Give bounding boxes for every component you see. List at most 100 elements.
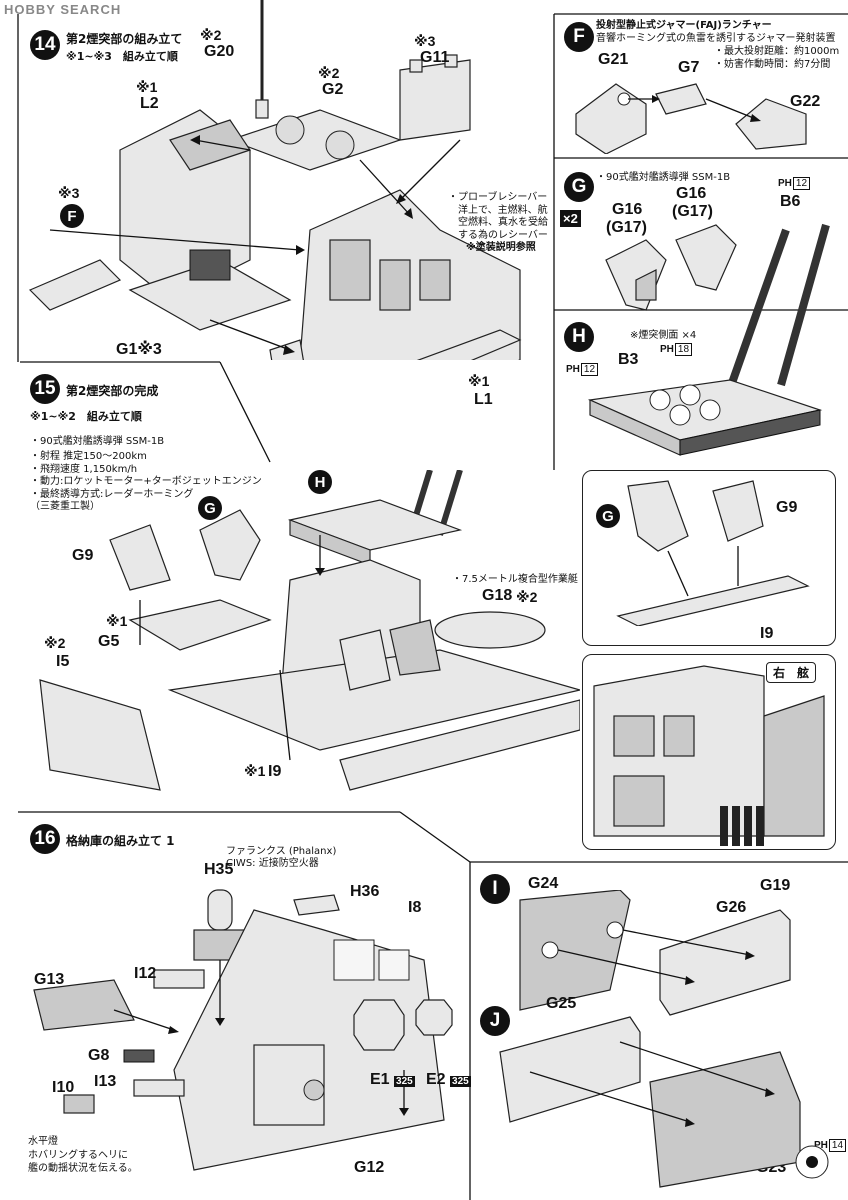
step15-ssm-specs: ・射程 推定150～200km ・飛翔速度 1,150km/h ・動力:ロケット… [30,451,262,512]
boxG9-part-i9: I9 [760,625,774,642]
boxI-part-g24: G24 [528,875,559,892]
boxG9-circle: G [596,504,620,528]
boxG-part-g16a: G16 [612,201,643,218]
part-g11: G11 [420,49,450,66]
step15-boat-note: ・7.5メートル複合型作業艇 [452,574,578,585]
step16-illustration [33,889,453,1171]
boxJ-circle: J [480,1006,510,1036]
boxStarboard-frame [582,654,836,850]
boxStarboard-label: 右 舷 [766,662,817,683]
part-l1-mark: ※1 [468,373,490,389]
boxG9-frame [582,470,836,646]
part-f-circle: F [60,204,84,228]
boxG-illustration [605,223,830,402]
step16-part-e2: E2 325 [426,1071,471,1088]
watermark-text: HOBBY SEARCH [4,2,122,17]
boxF-part-g7: G7 [678,59,700,76]
step15-illustration [39,470,580,791]
boxF-title: 投射型静止式ジャマー(FAJ)ランチャー [596,20,772,31]
probe-receiver-note: ・プローブレシーバー 洋上で、主燃料、航 空燃料、真水を受給 する為のレシーバー [448,192,548,241]
step15-part-i9-mark: ※1 [244,763,266,779]
step14-title: 第2煙突部の組み立て [66,32,183,46]
boxG-part-g17a: (G17) [606,219,647,236]
boxG-part-g17b: (G17) [672,203,713,220]
boxH-part-b3: B3 [618,351,639,368]
boxF-desc: 音響ホーミング式の魚雷を誘引するジャマー発射装置 [596,33,836,44]
step15-part-g18: G18 [482,587,513,604]
step16-part-i8: I8 [408,899,422,916]
part-g20: G20 [204,43,235,60]
boxG-mult: ×2 [560,210,581,227]
part-g1: G1※3 [116,341,162,358]
step15-part-g5: G5 [98,633,120,650]
boxG9-part-g9: G9 [776,499,798,516]
step15-ssm-title: ・90式艦対艦誘導弾 SSM-1B [30,436,165,447]
step15-title: 第2煙突部の完成 [66,384,159,398]
step16-light-desc: ホバリングするヘリに 艦の動揺状況を伝える。 [28,1150,138,1174]
boxH-circle: H [564,322,594,352]
step15-circle-g: G [198,496,222,520]
part-g11-mark: ※3 [414,33,436,49]
step15-part-i5-mark: ※2 [44,635,66,651]
boxStarboard-illustration [593,665,825,846]
boxG-part-b6: B6 [780,193,801,210]
part-f-mark: ※3 [58,185,80,201]
step16-part-i12: I12 [134,965,157,982]
boxI-circle: I [480,874,510,904]
boxG-circle: G [564,172,594,202]
paint-reference-note: ※塗装説明参照 [466,242,536,253]
boxF-circle: F [564,22,594,52]
part-l2: L2 [140,95,159,112]
step14-subtitle: ※1~※3 組み立て順 [66,50,178,63]
step16-part-g13: G13 [34,971,65,988]
part-g20-mark: ※2 [200,27,222,43]
boxG-part-g16b: G16 [676,185,707,202]
boxF-spec2: ・妨害作動時間：約7分間 [714,59,831,70]
boxG-title: ・90式艦対艦誘導弾 SSM-1B [596,172,731,183]
boxH-note: ※煙突側面 ×4 [630,330,697,341]
step16-number: 16 [30,824,60,854]
step15-part-g18-mark: ※2 [516,589,538,605]
step16-part-i13: I13 [94,1073,117,1090]
step16-light-title: 水平燈 [28,1136,58,1147]
boxJ-illustration [499,1016,829,1188]
step14-number: 14 [30,30,60,60]
step15-part-i5: I5 [56,653,70,670]
boxF-illustration [575,83,807,154]
part-l1: L1 [474,391,493,408]
boxI-illustration [519,890,791,1016]
boxF-part-g22: G22 [790,93,821,110]
boxH-illustration [587,379,823,456]
e2-paint-code: 325 [450,1076,471,1087]
part-g2-mark: ※2 [318,65,340,81]
step16-phalanx-title: ファランクス (Phalanx) [226,846,337,857]
step15-subtitle: ※1~※2 組み立て順 [30,410,142,423]
step15-part-g9: G9 [72,547,94,564]
boxG9-illustration [616,480,810,626]
part-g2: G2 [322,81,344,98]
boxI-part-g26: G26 [716,899,747,916]
boxJ-part-g25: G25 [546,995,577,1012]
step15-circle-h: H [308,470,332,494]
step14-illustration [28,0,522,360]
step16-part-h35: H35 [204,861,234,878]
boxStarboard-part-g19: G19 [760,877,791,894]
step15-number: 15 [30,374,60,404]
boxF-spec1: ・最大投射距離：約1000m [714,46,840,57]
step16-phalanx-desc: CIWS: 近接防空火器 [226,858,319,869]
step16-part-e1: E1 325 [370,1071,415,1088]
step16-part-i10: I10 [52,1079,75,1096]
step16-part-g8: G8 [88,1047,110,1064]
watermark: HOBBY SEARCH [4,2,121,17]
step16-part-h36: H36 [350,883,380,900]
step16-part-g12: G12 [354,1159,385,1176]
step16-title: 格納庫の組み立て 1 [66,834,175,848]
step15-part-i9: I9 [268,763,282,780]
e1-paint-code: 325 [394,1076,415,1087]
boxF-part-g21: G21 [598,51,629,68]
